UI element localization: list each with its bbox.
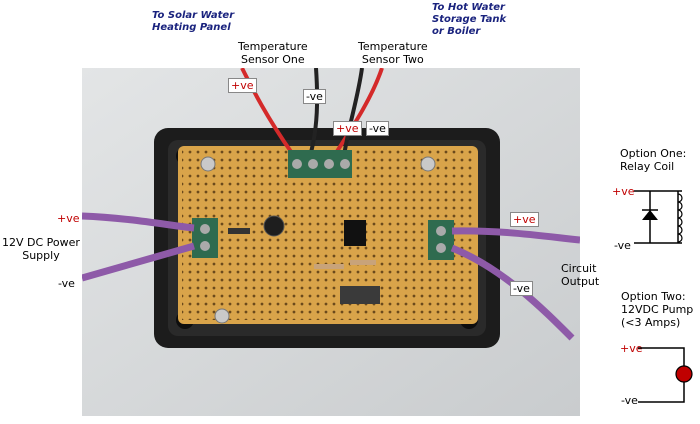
circuit-output-label: Circuit Output	[561, 262, 600, 288]
diode	[228, 228, 250, 234]
pump-diagram	[638, 347, 693, 403]
relay-positive-label: +ve	[612, 185, 635, 198]
sensor-two-positive-tag: +ve	[333, 121, 362, 136]
option-two-label: Option Two: 12VDC Pump (<3 Amps)	[621, 290, 694, 329]
pump-negative-label: -ve	[621, 394, 638, 407]
power-supply-label: 12V DC Power Supply	[2, 236, 80, 262]
wire-black	[342, 67, 364, 157]
ic-chip	[344, 220, 366, 246]
power-positive-label: +ve	[57, 212, 80, 225]
circuit-board-illustration	[81, 67, 581, 416]
sensor-one-label: Temperature Sensor One	[238, 40, 308, 66]
pump-icon	[675, 365, 693, 383]
wire-black	[308, 67, 320, 157]
sensor-one-negative-tag: -ve	[303, 89, 326, 104]
relay-coil-diagram	[634, 190, 683, 244]
wire-red	[332, 67, 384, 158]
output-negative-tag: -ve	[510, 281, 533, 296]
wire-purple	[451, 227, 581, 244]
circuit-photo	[81, 67, 581, 416]
wire-purple	[81, 242, 195, 282]
option-one-label: Option One: Relay Coil	[620, 147, 687, 173]
transistor	[340, 286, 380, 304]
wire-red	[240, 67, 296, 158]
storage-tank-label: To Hot Water Storage Tank or Boiler	[432, 2, 507, 37]
diode-icon	[642, 210, 658, 220]
power-negative-label: -ve	[58, 277, 75, 290]
output-positive-tag: +ve	[510, 212, 539, 227]
resistor	[314, 264, 344, 269]
sensor-one-positive-tag: +ve	[228, 78, 257, 93]
wire-purple	[81, 212, 195, 232]
capacitor	[263, 215, 285, 237]
sensor-two-label: Temperature Sensor Two	[358, 40, 428, 66]
relay-negative-label: -ve	[614, 239, 631, 252]
sensor-two-negative-tag: -ve	[366, 121, 389, 136]
pump-positive-label: +ve	[620, 342, 643, 355]
resistor	[350, 260, 376, 265]
solar-panel-label: To Solar Water Heating Panel	[152, 10, 235, 33]
coil-icon	[677, 193, 683, 243]
